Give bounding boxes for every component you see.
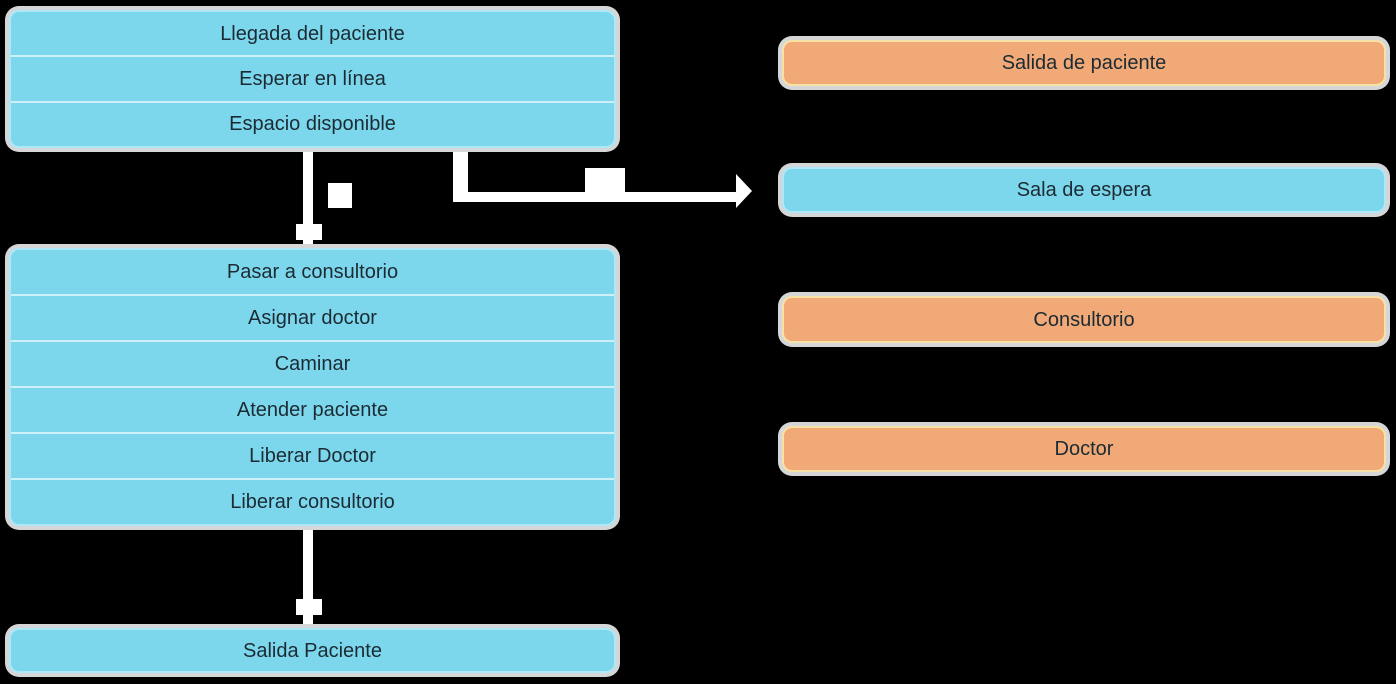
process-step-espacio-disponible[interactable]: Espacio disponible [11, 100, 614, 146]
arrowhead-icon [736, 174, 752, 208]
connector-arrival-to-consult-line [303, 150, 313, 249]
process-step-atender-paciente[interactable]: Atender paciente [11, 386, 614, 432]
resource-salida-de-paciente[interactable]: Salida de paciente [782, 40, 1386, 86]
flow-marker-icon [585, 168, 625, 194]
process-step-liberar-doctor[interactable]: Liberar Doctor [11, 432, 614, 478]
resource-doctor[interactable]: Doctor [782, 426, 1386, 472]
process-step-pasar-a-consultorio[interactable]: Pasar a consultorio [226, 261, 399, 283]
process-step-liberar-consultorio[interactable]: Liberar consultorio [11, 478, 614, 524]
flow-marker-icon [328, 183, 352, 208]
connector-junction-icon [296, 599, 322, 615]
process-step-caminar[interactable]: Caminar [11, 340, 614, 386]
process-step-llegada-del-paciente[interactable]: Llegada del paciente [220, 22, 405, 45]
connector-to-sala-vertical-line [453, 150, 468, 197]
process-step-asignar-doctor[interactable]: Asignar doctor [11, 294, 614, 340]
connector-consult-to-exit-line [303, 526, 313, 628]
connector-junction-icon [296, 224, 322, 240]
resource-consultorio[interactable]: Consultorio [782, 296, 1386, 343]
process-step-esperar-en-linea[interactable]: Esperar en línea [11, 55, 614, 100]
process-block-salida-paciente[interactable]: Salida Paciente [9, 628, 616, 673]
resource-sala-de-espera[interactable]: Sala de espera [782, 167, 1386, 213]
process-group-consultation[interactable]: Pasar a consultorio Asignar doctor Camin… [9, 248, 616, 526]
connector-to-sala-horizontal-line [453, 192, 741, 202]
process-group-arrival[interactable]: Llegada del paciente Esperar en línea Es… [9, 10, 616, 148]
